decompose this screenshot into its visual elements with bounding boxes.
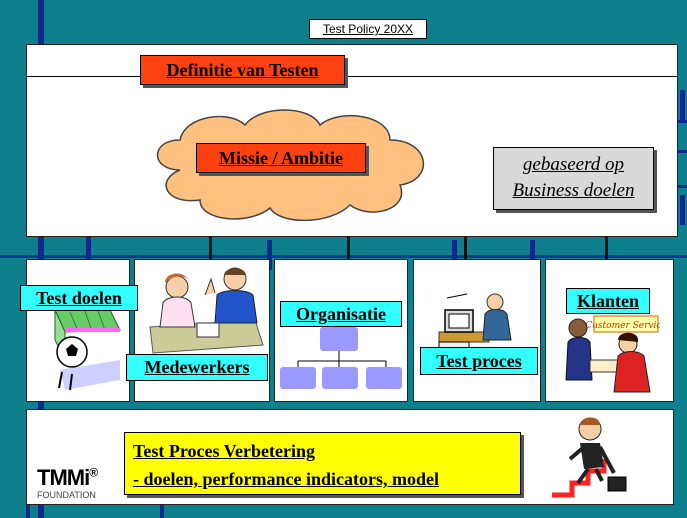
improvement-box: Test Proces Verbetering - doelen, perfor… [124,432,521,495]
connector-line [347,237,350,259]
connector-line [209,237,212,259]
improvement-line1: Test Proces Verbetering [133,441,315,461]
panel-divider [26,76,678,77]
soccer-goal-icon [54,309,121,391]
business-basis-label: gebaseerd op Business doelen [493,147,654,210]
decor-bar [680,195,685,225]
org-chart-icon [280,327,402,389]
category-label-test-proces: Test proces [420,347,538,375]
tmmi-reg-mark: ® [89,465,98,480]
definition-title: Definitie van Testen [140,55,345,85]
basis-line1: gebaseerd op [522,154,625,175]
decor-bar [26,505,30,518]
tmmi-logo: TMMi® [37,465,98,491]
tmmi-logo-text: TMMi [37,465,90,490]
computer-worker-icon [438,293,512,349]
customer-service-text: Customer Service [585,321,660,331]
decor-bar [86,230,91,270]
page-title: Test Policy 20XX [309,19,427,39]
decor-line [0,255,687,258]
basis-line2: Business doelen [512,180,635,201]
improvement-line2: - doelen, performance indicators, model [133,469,439,489]
category-box-test-proces [413,259,541,402]
tmmi-foundation-text: FOUNDATION [37,490,96,500]
category-label-organisatie: Organisatie [280,301,402,327]
decor-bar [160,505,164,518]
category-label-test-doelen: Test doelen [20,285,138,311]
connector-line [464,237,467,259]
category-label-medewerkers: Medewerkers [126,354,268,381]
decor-bar [680,90,685,120]
category-label-klanten: Klanten [566,288,650,314]
connector-line [605,237,608,259]
stair-climber-icon [552,417,627,498]
people-meeting-icon [149,267,264,354]
customer-service-icon: Customer Service [565,315,660,393]
mission-label: Missie / Ambitie [196,143,366,173]
